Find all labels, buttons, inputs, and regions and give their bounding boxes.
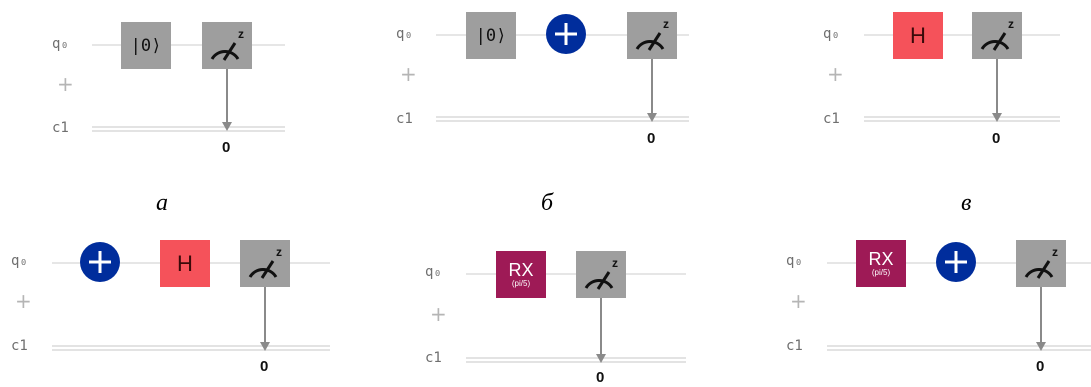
measure-index: 0 xyxy=(1036,358,1045,375)
qubit-wire xyxy=(92,44,285,46)
measure-index: 0 xyxy=(260,358,269,375)
reset-gate[interactable]: |0⟩ xyxy=(121,22,171,69)
x-gate[interactable] xyxy=(80,242,120,282)
plus-icon xyxy=(89,251,111,273)
classical-wire xyxy=(92,126,285,132)
circuit-v: q₀ + c1 H z 0 xyxy=(0,0,1091,170)
meter-icon: z xyxy=(584,256,618,290)
rx-param: (pi/5) xyxy=(871,267,891,277)
measure-gate[interactable]: z xyxy=(576,251,626,298)
caption-a: а xyxy=(156,190,168,216)
circuit-d: q₀ + c1 RX (pi/5) z 0 xyxy=(425,251,686,386)
qubit-label: q₀ xyxy=(11,253,28,269)
measure-arrow-icon xyxy=(596,354,606,363)
add-register-icon[interactable]: + xyxy=(15,289,32,313)
measure-index: 0 xyxy=(992,130,1001,147)
basis-label: z xyxy=(238,27,244,41)
rx-param: (pi/5) xyxy=(511,278,531,288)
classical-wire xyxy=(466,357,686,363)
measure-gate[interactable]: z xyxy=(202,22,252,69)
measure-arrow-icon xyxy=(1036,342,1046,351)
rx-gate[interactable]: RX (pi/5) xyxy=(496,251,546,298)
meter-icon: z xyxy=(980,17,1014,51)
classical-wire xyxy=(827,345,1091,351)
measure-wire xyxy=(651,59,653,114)
measure-arrow-icon xyxy=(222,122,232,131)
qubit-label: q₀ xyxy=(425,264,442,280)
classical-wire xyxy=(864,116,1060,122)
x-gate[interactable] xyxy=(936,242,976,282)
add-register-icon[interactable]: + xyxy=(400,62,417,86)
add-register-icon[interactable]: + xyxy=(827,62,844,86)
measure-index: 0 xyxy=(647,130,656,147)
basis-label: z xyxy=(612,256,618,270)
measure-gate[interactable]: z xyxy=(972,12,1022,59)
classical-wire xyxy=(52,345,330,351)
circuit-a: q₀ + c1 |0⟩ z 0 xyxy=(0,0,300,170)
classical-label: c1 xyxy=(786,338,803,354)
meter-icon: z xyxy=(635,17,669,51)
add-register-icon[interactable]: + xyxy=(57,72,74,96)
x-gate[interactable] xyxy=(546,14,586,54)
measure-arrow-icon xyxy=(260,342,270,351)
classical-label: c1 xyxy=(52,120,69,136)
qubit-label: q₀ xyxy=(823,26,840,42)
classical-wire xyxy=(436,116,689,122)
measure-wire xyxy=(1040,287,1042,343)
measure-arrow-icon xyxy=(647,113,657,122)
measure-wire xyxy=(264,287,266,343)
classical-label: c1 xyxy=(396,111,413,127)
meter-icon: z xyxy=(248,245,282,279)
measure-arrow-icon xyxy=(992,113,1002,122)
add-register-icon[interactable]: + xyxy=(790,289,807,313)
basis-label: z xyxy=(663,17,669,31)
basis-label: z xyxy=(1008,17,1014,31)
measure-gate[interactable]: z xyxy=(627,12,677,59)
reset-gate[interactable]: |0⟩ xyxy=(466,12,516,59)
circuit-g: q₀ + c1 H z 0 xyxy=(0,0,340,387)
classical-label: c1 xyxy=(425,350,442,366)
measure-wire xyxy=(600,298,602,355)
measure-gate[interactable]: z xyxy=(1016,240,1066,287)
classical-label: c1 xyxy=(11,338,28,354)
measure-index: 0 xyxy=(596,369,605,386)
circuit-b: q₀ + c1 |0⟩ z 0 xyxy=(0,0,700,170)
h-gate[interactable]: H xyxy=(160,240,210,287)
measure-wire xyxy=(996,59,998,114)
measure-index: 0 xyxy=(222,139,231,156)
qubit-label: q₀ xyxy=(52,36,69,52)
rx-label: RX xyxy=(508,259,534,280)
h-gate[interactable]: H xyxy=(893,12,943,59)
measure-gate[interactable]: z xyxy=(240,240,290,287)
add-register-icon[interactable]: + xyxy=(430,302,447,326)
meter-icon: z xyxy=(210,27,244,61)
meter-icon: z xyxy=(1024,245,1058,279)
caption-v: в xyxy=(961,190,972,216)
basis-label: z xyxy=(1052,245,1058,259)
plus-icon xyxy=(945,251,967,273)
qubit-label: q₀ xyxy=(396,26,413,42)
basis-label: z xyxy=(276,245,282,259)
qubit-wire xyxy=(864,34,1060,36)
rx-gate[interactable]: RX (pi/5) xyxy=(856,240,906,287)
rx-label: RX xyxy=(868,248,894,269)
plus-icon xyxy=(555,23,577,45)
caption-b: б xyxy=(541,190,554,216)
qubit-label: q₀ xyxy=(786,253,803,269)
measure-wire xyxy=(226,69,228,123)
classical-label: c1 xyxy=(823,111,840,127)
